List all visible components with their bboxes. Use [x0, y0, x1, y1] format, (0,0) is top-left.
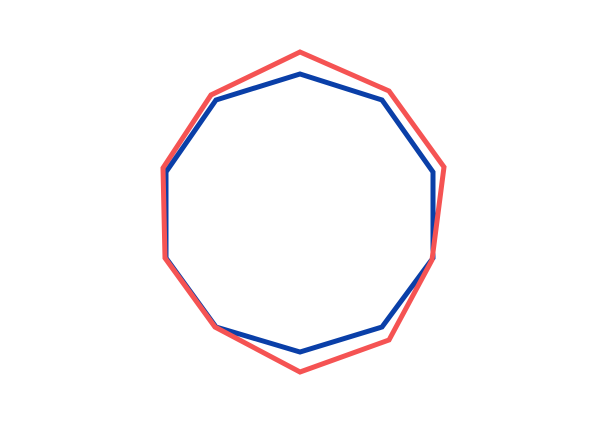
red-nonagon — [160, 49, 447, 375]
blue-octagon — [163, 71, 436, 355]
